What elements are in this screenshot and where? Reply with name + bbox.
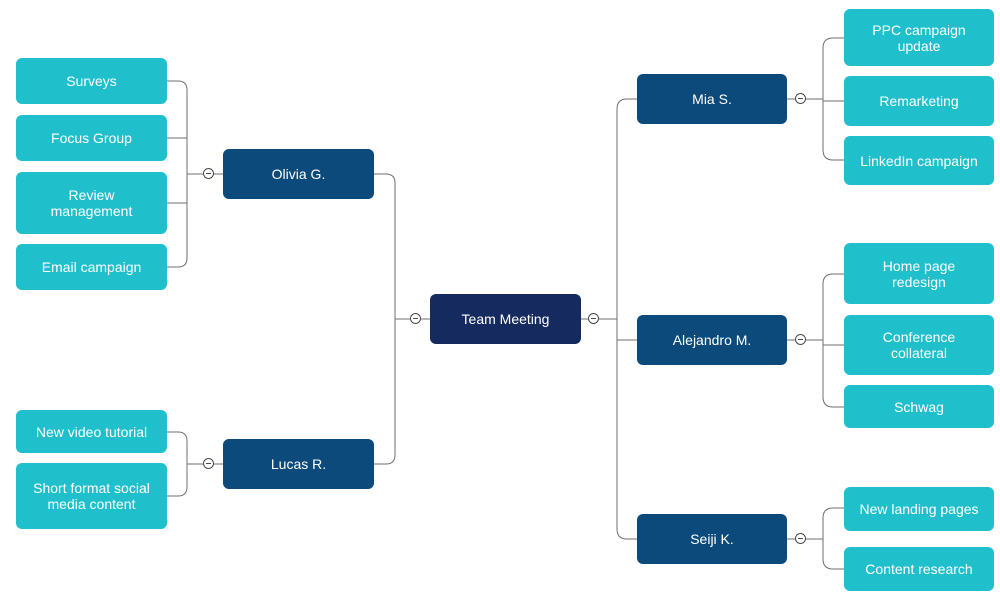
leaf-node[interactable]: Home page redesign — [844, 243, 994, 304]
collapse-alejandro-minus-icon[interactable] — [795, 334, 806, 345]
leaf-node[interactable]: New video tutorial — [16, 410, 167, 453]
leaf-node[interactable]: Review management — [16, 172, 167, 234]
collapse-root-right-minus-icon[interactable] — [588, 313, 599, 324]
leaf-node[interactable]: New landing pages — [844, 487, 994, 531]
leaf-node[interactable]: Remarketing — [844, 76, 994, 126]
branch-node-mia[interactable]: Mia S. — [637, 74, 787, 124]
leaf-node[interactable]: Content research — [844, 547, 994, 591]
collapse-seiji-minus-icon[interactable] — [795, 533, 806, 544]
branch-node-alejandro[interactable]: Alejandro M. — [637, 315, 787, 365]
leaf-node[interactable]: Surveys — [16, 58, 167, 104]
leaf-node[interactable]: Schwag — [844, 385, 994, 428]
leaf-node[interactable]: PPC campaign update — [844, 9, 994, 66]
collapse-olivia-minus-icon[interactable] — [203, 168, 214, 179]
leaf-node[interactable]: Focus Group — [16, 115, 167, 161]
collapse-mia-minus-icon[interactable] — [795, 93, 806, 104]
leaf-node[interactable]: Email campaign — [16, 244, 167, 290]
branch-node-seiji[interactable]: Seiji K. — [637, 514, 787, 564]
root-node[interactable]: Team Meeting — [430, 294, 581, 344]
branch-node-olivia[interactable]: Olivia G. — [223, 149, 374, 199]
collapse-lucas-minus-icon[interactable] — [203, 458, 214, 469]
leaf-node[interactable]: LinkedIn campaign — [844, 136, 994, 185]
collapse-root-left-minus-icon[interactable] — [410, 313, 421, 324]
branch-node-lucas[interactable]: Lucas R. — [223, 439, 374, 489]
leaf-node[interactable]: Short format social media content — [16, 463, 167, 529]
leaf-node[interactable]: Conference collateral — [844, 315, 994, 375]
